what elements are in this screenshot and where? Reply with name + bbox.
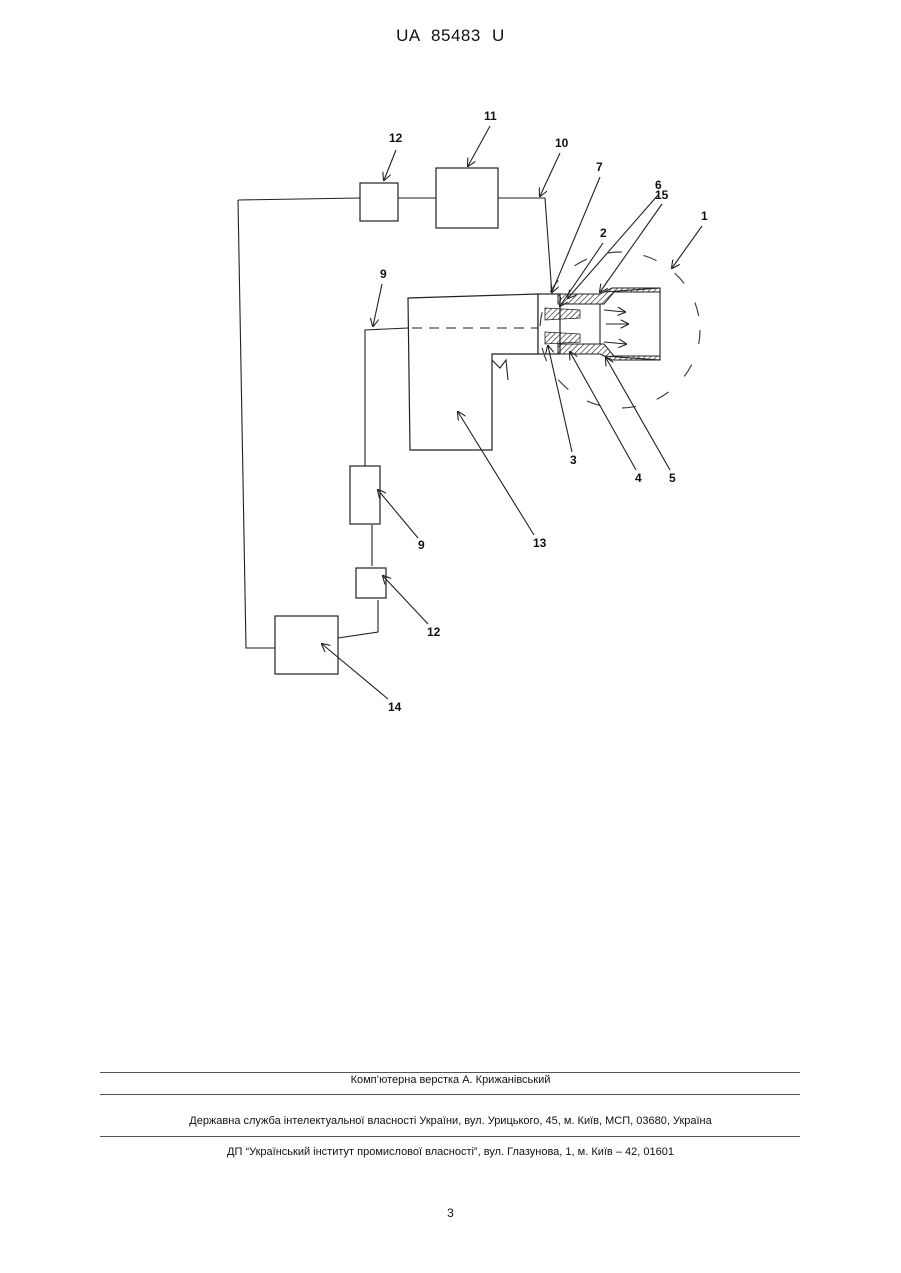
footer-rule-bottom: [100, 1136, 800, 1137]
left-riser-line: [238, 200, 275, 648]
label-7: 7: [552, 160, 603, 292]
layout-credit: Комп’ютерна верстка А. Крижанівський: [0, 1074, 901, 1086]
block-9: [350, 466, 380, 524]
svg-text:13: 13: [533, 536, 547, 550]
housing-13: [408, 294, 538, 450]
label-9-top: 9: [373, 267, 387, 326]
page-number: 3: [0, 1206, 901, 1220]
label-12-bottom: 12: [383, 576, 441, 639]
svg-text:9: 9: [418, 538, 425, 552]
chamber-outline: [540, 252, 700, 408]
nozzle-plate: [538, 294, 560, 354]
nozzle-core-lower: [545, 332, 580, 344]
label-5: 5: [606, 358, 676, 485]
block-12-bottom: [356, 568, 386, 598]
label-3: 3: [548, 346, 577, 467]
block-12-top: [360, 183, 398, 221]
label-9-bottom: 9: [378, 490, 425, 552]
svg-text:12: 12: [389, 131, 403, 145]
block-14: [275, 616, 338, 674]
svg-text:10: 10: [555, 136, 569, 150]
svg-text:12: 12: [427, 625, 441, 639]
label-1: 1: [672, 209, 708, 268]
footer-rule-top: [100, 1072, 800, 1073]
svg-text:7: 7: [596, 160, 603, 174]
block-11: [436, 168, 498, 228]
label-11: 11: [468, 109, 497, 166]
svg-text:3: 3: [570, 453, 577, 467]
footer-rule-middle: [100, 1094, 800, 1095]
institute-address: ДП “Український інститут промислової вла…: [0, 1146, 901, 1158]
mid-link-line: [365, 328, 408, 566]
label-12-top: 12: [384, 131, 403, 180]
svg-text:4: 4: [635, 471, 642, 485]
svg-text:2: 2: [600, 226, 607, 240]
patent-schematic-figure: 11 12 10 7 6 15 2 1 9 3 4 5: [0, 0, 901, 760]
label-15: 15: [600, 188, 669, 292]
svg-text:15: 15: [655, 188, 669, 202]
nozzle-core-upper: [545, 308, 580, 320]
label-6: 6: [568, 178, 662, 298]
svg-text:5: 5: [669, 471, 676, 485]
agency-address: Державна служба інтелектуальної власност…: [0, 1115, 901, 1127]
label-14: 14: [322, 644, 402, 714]
lower-link-line: [338, 600, 378, 638]
svg-text:9: 9: [380, 267, 387, 281]
svg-text:14: 14: [388, 700, 402, 714]
svg-text:1: 1: [701, 209, 708, 223]
label-10: 10: [540, 136, 569, 196]
label-13: 13: [458, 412, 547, 550]
svg-text:11: 11: [484, 109, 497, 123]
label-4: 4: [570, 352, 642, 485]
nozzle-upper-wall: [558, 288, 660, 304]
